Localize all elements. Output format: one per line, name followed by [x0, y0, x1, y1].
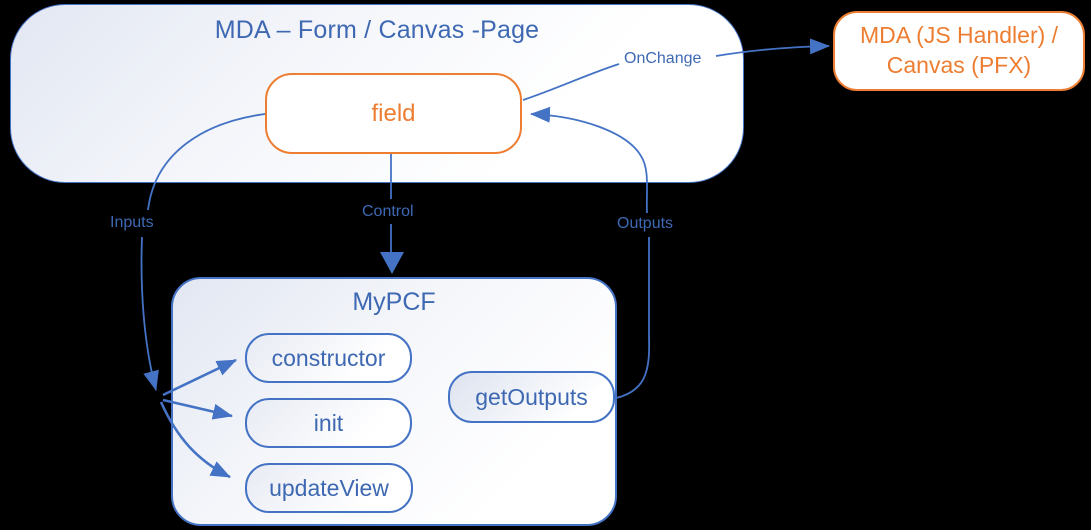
- js-handler-line1: MDA (JS Handler) /: [859, 22, 1059, 49]
- js-handler-line2: Canvas (PFX): [886, 52, 1032, 78]
- outputs-label: Outputs: [617, 215, 674, 232]
- constructor-node: constructor: [245, 333, 412, 383]
- init-label: init: [313, 409, 344, 436]
- onchange-label: OnChange: [624, 50, 702, 67]
- mda-container-title: MDA – Form / Canvas -Page: [214, 16, 540, 44]
- inputs-label: Inputs: [110, 214, 154, 231]
- getoutputs-node: getOutputs: [448, 371, 615, 423]
- updateview-node: updateView: [245, 463, 413, 513]
- getoutputs-label: getOutputs: [475, 383, 588, 410]
- updateview-label: updateView: [269, 474, 389, 501]
- field-node-label: field: [371, 99, 416, 127]
- constructor-label: constructor: [271, 344, 386, 371]
- field-node: field: [265, 73, 522, 154]
- mypcf-title: MyPCF: [352, 288, 436, 316]
- control-label: Control: [362, 203, 414, 220]
- js-handler-node: MDA (JS Handler) / Canvas (PFX): [833, 11, 1085, 91]
- init-node: init: [245, 398, 412, 448]
